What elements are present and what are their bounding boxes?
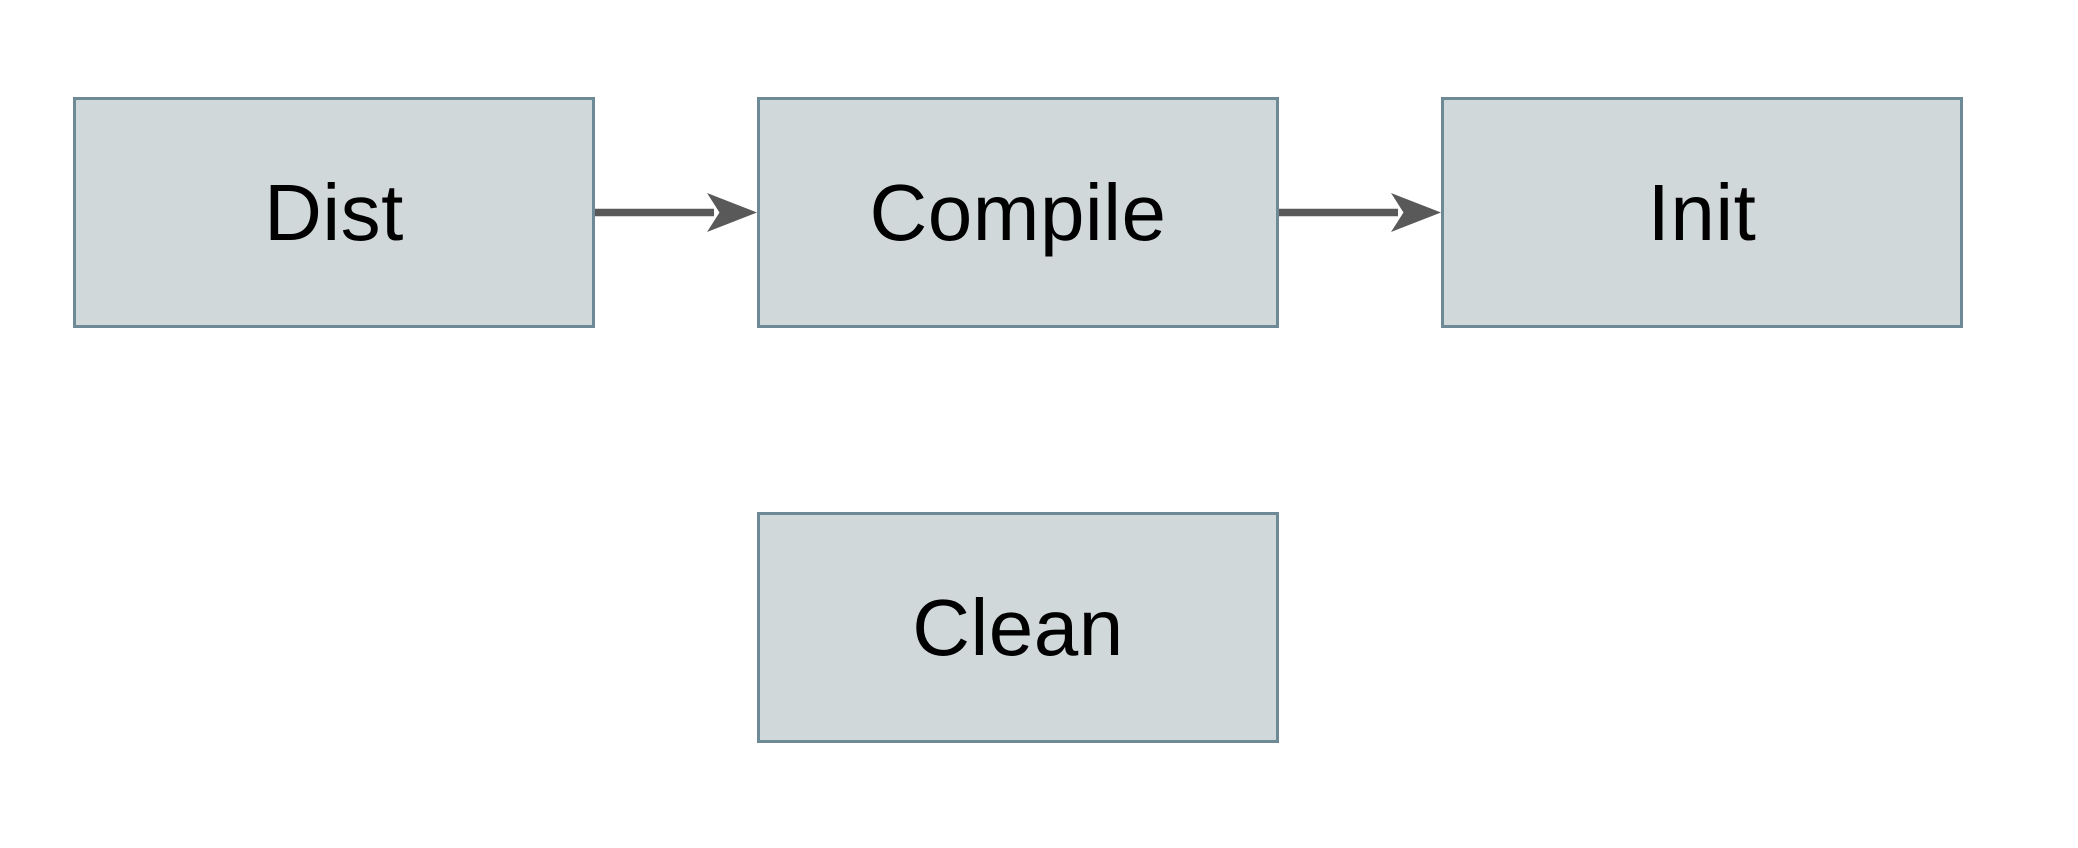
node-clean-label: Clean — [912, 582, 1124, 672]
node-compile: Compile — [757, 97, 1279, 328]
arrowhead-icon — [707, 193, 757, 232]
node-dist-label: Dist — [264, 167, 404, 257]
node-dist: Dist — [73, 97, 595, 328]
node-compile-label: Compile — [869, 167, 1167, 257]
node-init-label: Init — [1647, 167, 1757, 257]
arrow-dist-to-compile — [595, 193, 757, 232]
node-init: Init — [1441, 97, 1963, 328]
arrowhead-icon — [1391, 193, 1441, 232]
arrow-compile-to-init — [1279, 193, 1441, 232]
node-clean: Clean — [757, 512, 1279, 743]
